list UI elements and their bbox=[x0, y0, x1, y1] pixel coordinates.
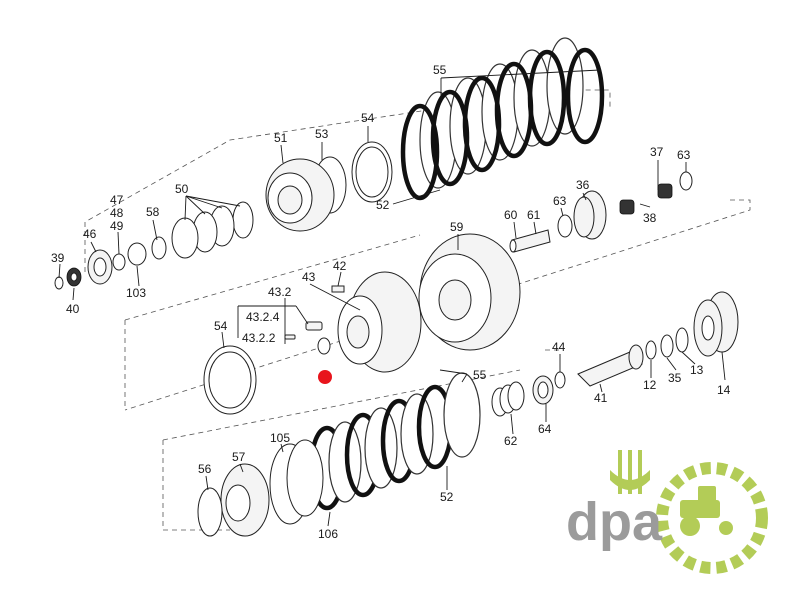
label-36: 36 bbox=[576, 178, 590, 192]
clutch-hub-59 bbox=[418, 233, 521, 351]
leader-lines bbox=[58, 69, 726, 527]
pins-43-2 bbox=[284, 321, 323, 340]
label-43-2-4: 43.2.4 bbox=[246, 310, 280, 324]
label-35: 35 bbox=[668, 371, 682, 385]
ring-103 bbox=[127, 242, 147, 266]
label-63-upper-right: 63 bbox=[677, 148, 691, 162]
clutch-pack-upper bbox=[400, 37, 605, 201]
ring-39 bbox=[54, 276, 64, 290]
label-52-lower: 52 bbox=[440, 490, 454, 504]
label-56: 56 bbox=[198, 462, 212, 476]
bolt-42 bbox=[331, 285, 345, 293]
part-labels: 55 54 53 51 52 37 63 36 63 38 60 61 50 4… bbox=[51, 63, 731, 541]
label-43-2: 43.2 bbox=[268, 285, 292, 299]
shaft-41 bbox=[577, 344, 644, 387]
assembly-frame-upper bbox=[84, 89, 751, 411]
label-52-upper: 52 bbox=[376, 198, 390, 212]
label-49: 49 bbox=[110, 219, 124, 233]
bearing-40 bbox=[66, 267, 82, 287]
label-44: 44 bbox=[552, 340, 566, 354]
label-42: 42 bbox=[333, 259, 347, 273]
bearing-46 bbox=[87, 249, 113, 285]
hub-64 bbox=[532, 375, 554, 405]
carrier-43 bbox=[337, 271, 422, 373]
label-54-lower: 54 bbox=[214, 319, 228, 333]
dpa-logo: dpa bbox=[566, 450, 768, 574]
label-54-upper: 54 bbox=[361, 111, 375, 125]
label-62: 62 bbox=[504, 434, 518, 448]
logo-text: dpa bbox=[566, 492, 663, 552]
ring-56 bbox=[197, 487, 223, 537]
ring-13 bbox=[675, 327, 689, 353]
ring-35 bbox=[660, 334, 674, 358]
label-39: 39 bbox=[51, 251, 65, 265]
ring-58 bbox=[151, 236, 167, 260]
label-43: 43 bbox=[302, 270, 316, 284]
label-53: 53 bbox=[315, 127, 329, 141]
highlight-marker bbox=[318, 370, 332, 384]
label-12: 12 bbox=[643, 378, 657, 392]
label-51: 51 bbox=[274, 131, 288, 145]
piston-57 bbox=[220, 463, 270, 537]
washers-50 bbox=[171, 201, 254, 259]
label-47: 47 bbox=[110, 193, 124, 207]
logo-wheat-icon bbox=[610, 450, 650, 494]
gear-36 bbox=[573, 190, 607, 240]
label-57: 57 bbox=[232, 450, 246, 464]
pin-60-61 bbox=[509, 229, 551, 253]
label-41: 41 bbox=[594, 391, 608, 405]
label-58: 58 bbox=[146, 205, 160, 219]
ring-44 bbox=[554, 371, 566, 389]
clutch-pack-lower bbox=[308, 372, 481, 511]
ring-63-right bbox=[679, 171, 693, 191]
gear-14 bbox=[693, 291, 739, 357]
label-46: 46 bbox=[83, 227, 97, 241]
label-13: 13 bbox=[690, 363, 704, 377]
label-103: 103 bbox=[126, 286, 146, 300]
ring-12 bbox=[645, 340, 657, 360]
label-63-upper-left: 63 bbox=[553, 194, 567, 208]
ring-106 bbox=[286, 439, 324, 517]
label-60: 60 bbox=[504, 208, 518, 222]
label-50: 50 bbox=[175, 182, 189, 196]
label-40: 40 bbox=[66, 302, 80, 316]
spring-62 bbox=[491, 381, 525, 417]
label-48: 48 bbox=[110, 206, 124, 220]
logo-gear-ring bbox=[656, 462, 768, 574]
needle-bearing-38 bbox=[619, 183, 673, 215]
label-43-2-2: 43.2.2 bbox=[242, 331, 276, 345]
label-37: 37 bbox=[650, 145, 664, 159]
label-64: 64 bbox=[538, 422, 552, 436]
label-14: 14 bbox=[717, 383, 731, 397]
label-38: 38 bbox=[643, 211, 657, 225]
label-106: 106 bbox=[318, 527, 338, 541]
ring-63-left bbox=[557, 214, 573, 238]
ring-43-small bbox=[317, 337, 331, 355]
piston-51 bbox=[265, 158, 335, 232]
label-61: 61 bbox=[527, 208, 541, 222]
label-55-upper: 55 bbox=[433, 63, 447, 77]
ring-49 bbox=[112, 253, 126, 271]
label-55-lower: 55 bbox=[473, 368, 487, 382]
label-105: 105 bbox=[270, 431, 290, 445]
logo-tractor-icon bbox=[680, 486, 733, 536]
label-59: 59 bbox=[450, 220, 464, 234]
assembly-frame-lower bbox=[162, 349, 560, 531]
